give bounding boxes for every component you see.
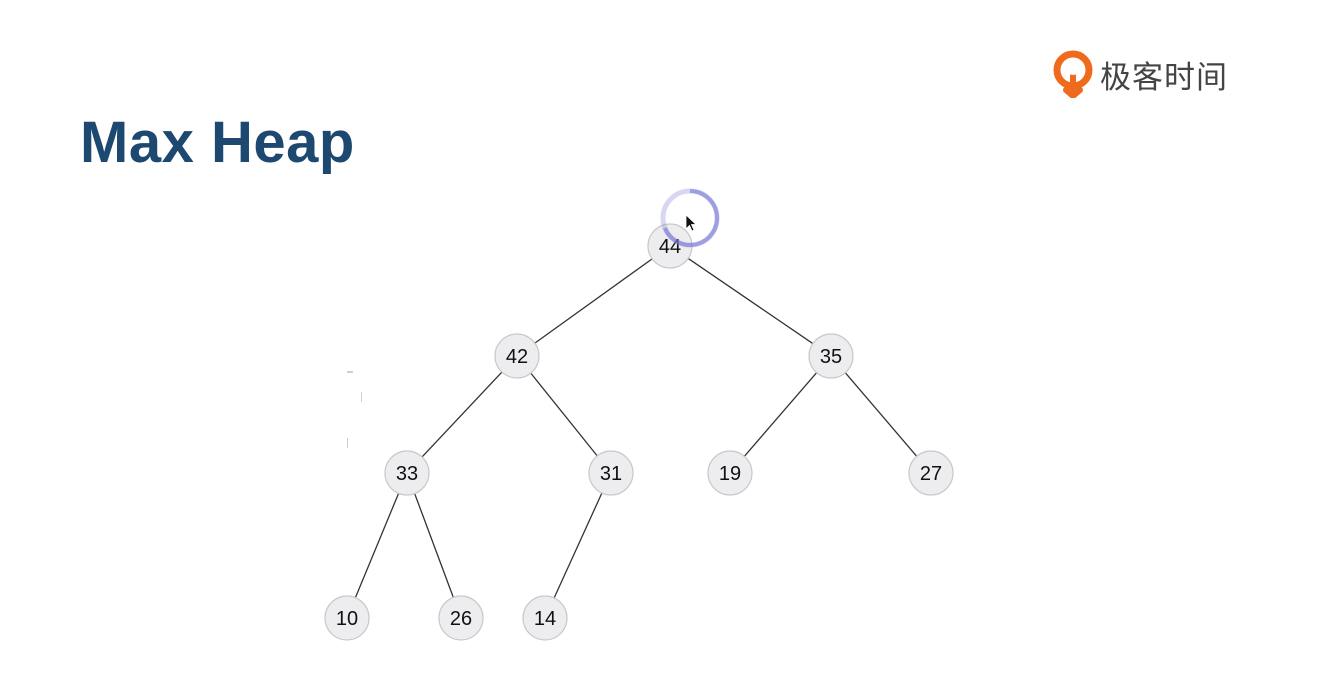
slide-title: Max Heap	[80, 110, 355, 175]
heap-node: 26	[438, 595, 484, 641]
heap-node: 44	[647, 223, 693, 269]
node-circle	[438, 595, 484, 641]
heap-node: 10	[324, 595, 370, 641]
node-circle	[494, 333, 540, 379]
node-value: 31	[600, 463, 622, 485]
heap-node: 14	[522, 595, 568, 641]
edge-42-31	[530, 372, 598, 457]
node-value: 26	[450, 608, 472, 630]
faint-mark	[347, 438, 348, 448]
node-circle	[588, 450, 634, 496]
node-value: 10	[336, 608, 358, 630]
heap-node: 19	[707, 450, 753, 496]
node-circle	[707, 450, 753, 496]
heap-node: 42	[494, 333, 540, 379]
edge-42-33	[421, 371, 503, 458]
edge-33-10	[354, 493, 400, 598]
faint-mark	[361, 392, 362, 402]
heap-node: 35	[808, 333, 854, 379]
node-circle	[522, 595, 568, 641]
click-ring-icon	[660, 188, 720, 248]
node-value: 19	[719, 463, 741, 485]
heap-nodes: 44 42 35 33 31 19 27 10 26 14	[324, 223, 954, 641]
heap-edges	[354, 257, 918, 599]
edge-33-26	[414, 493, 454, 598]
edge-35-19	[743, 372, 818, 457]
heap-node: 27	[908, 450, 954, 496]
edge-44-42	[534, 258, 653, 344]
cursor-icon	[685, 214, 698, 232]
logo-text: 极客时间	[1100, 59, 1228, 96]
node-circle	[384, 450, 430, 496]
node-circle	[324, 595, 370, 641]
node-circle	[808, 333, 854, 379]
heap-node: 33	[384, 450, 430, 496]
faint-mark	[347, 371, 353, 373]
edge-44-35	[687, 257, 814, 345]
node-value: 35	[820, 346, 842, 368]
geektime-logo-icon	[1053, 50, 1093, 98]
node-value: 33	[396, 463, 418, 485]
heap-node: 31	[588, 450, 634, 496]
edge-35-27	[844, 372, 918, 457]
node-value: 27	[920, 463, 942, 485]
edge-31-14	[553, 492, 603, 599]
geektime-logo: 极客时间	[1052, 50, 1228, 98]
node-circle	[908, 450, 954, 496]
node-value: 42	[506, 346, 528, 368]
node-value: 14	[534, 608, 556, 630]
